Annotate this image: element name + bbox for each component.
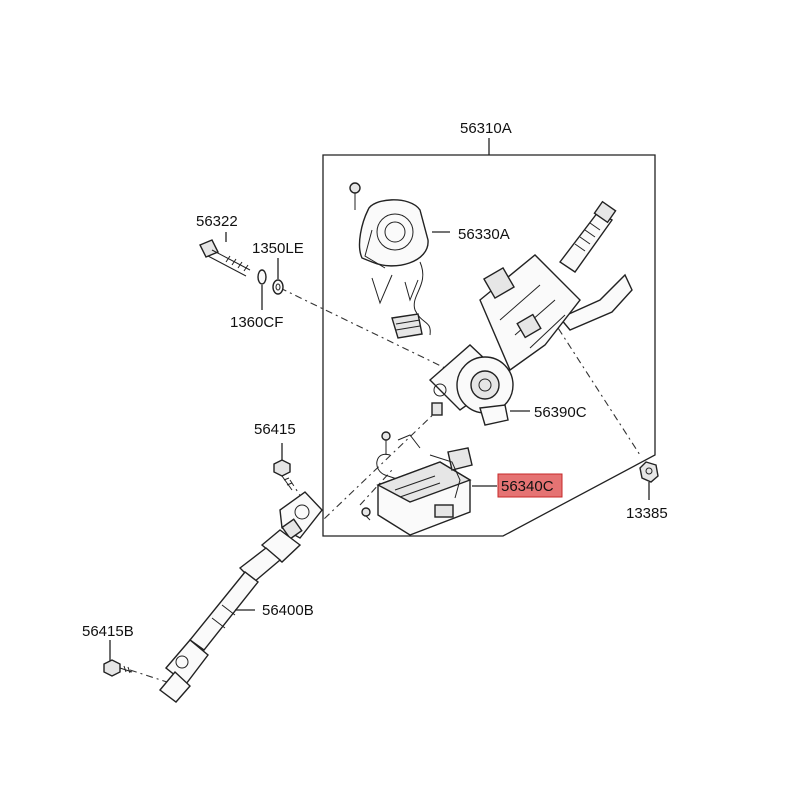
washer-1360cf[interactable]	[257, 269, 267, 310]
motor-cover-56330a[interactable]	[349, 182, 450, 339]
shaft-bolt-56415b[interactable]	[103, 640, 133, 677]
ecu-56340c[interactable]	[361, 431, 473, 536]
label-56400b: 56400B	[262, 602, 314, 619]
ecu-label-highlight	[497, 473, 563, 498]
label-1360cf: 1360CF	[230, 314, 283, 331]
intermediate-shaft-56400b[interactable]	[158, 491, 323, 703]
label-56310a: 56310A	[460, 120, 512, 137]
label-56390c: 56390C	[534, 404, 587, 421]
label-56415b: 56415B	[82, 623, 134, 640]
label-56415: 56415	[254, 421, 296, 438]
label-56340c: 56340C	[501, 478, 554, 495]
shaft-bolt-56415[interactable]	[273, 443, 293, 491]
assembly-outline	[322, 138, 656, 537]
steering-column[interactable]	[428, 200, 633, 426]
washer-1350le[interactable]	[272, 258, 284, 295]
nut-13385[interactable]	[639, 461, 659, 500]
label-56330a: 56330A	[458, 226, 510, 243]
label-13385: 13385	[626, 505, 668, 522]
label-56322: 56322	[196, 213, 238, 230]
bolt-56322[interactable]	[199, 232, 251, 277]
label-1350le: 1350LE	[252, 240, 304, 257]
